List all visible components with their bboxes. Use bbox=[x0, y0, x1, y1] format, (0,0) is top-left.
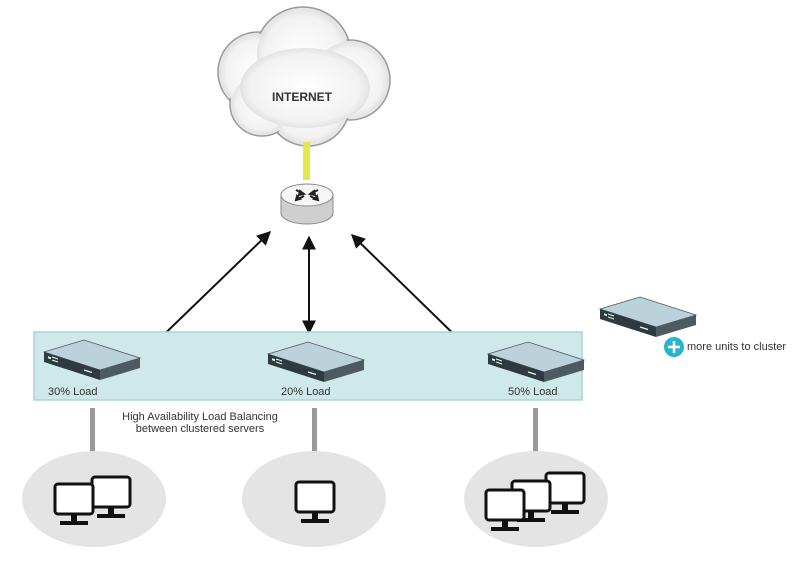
client-group-3 bbox=[464, 451, 608, 547]
extra-unit: more units to cluster bbox=[599, 296, 786, 359]
extra-appliance bbox=[599, 296, 697, 338]
unit-1-load-label: 30% Load bbox=[48, 386, 98, 398]
drop-line-2 bbox=[312, 408, 317, 470]
drop-line-3 bbox=[533, 408, 538, 470]
arrow-router-to-unit-3 bbox=[350, 234, 472, 351]
internet-label: INTERNET bbox=[272, 90, 333, 104]
cluster-caption-line-1: High Availability Load Balancing bbox=[122, 411, 278, 423]
client-group-2 bbox=[242, 451, 386, 547]
drop-line-1 bbox=[90, 408, 95, 470]
unit-3-load-label: 50% Load bbox=[508, 386, 558, 398]
unit-2-load-label: 20% Load bbox=[281, 386, 331, 398]
internet-uplink bbox=[303, 142, 310, 180]
cluster-caption-line-2: between clustered servers bbox=[136, 423, 265, 435]
internet-cloud: INTERNET bbox=[217, 6, 391, 147]
extra-unit-label: more units to cluster bbox=[687, 341, 786, 353]
client-group-1 bbox=[22, 451, 166, 547]
router-icon bbox=[280, 183, 334, 225]
arrow-router-to-unit-1 bbox=[146, 231, 272, 351]
